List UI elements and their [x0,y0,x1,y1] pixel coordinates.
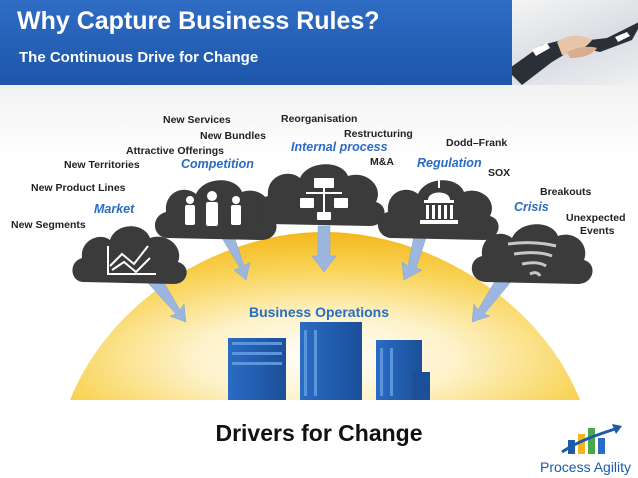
internal-process-cloud [256,164,385,226]
market-cloud [72,226,187,284]
regulation-cloud [377,180,499,240]
brand-name: Process Agility [540,459,632,475]
label-dodd-frank: Dodd–Frank [446,137,508,149]
slide-subtitle: The Continuous Drive for Change [19,49,259,66]
label-events: Events [580,225,615,237]
slide-title: Why Capture Business Rules? [17,7,380,35]
people-icon [185,191,241,226]
capitol-icon [420,180,458,224]
buildings-icon [228,322,430,400]
label-unexpected: Unexpected [566,212,626,224]
category-regulation: Regulation [417,156,482,170]
arrow-competition [221,235,251,281]
category-competition: Competition [181,157,254,171]
process-agility-logo-icon [561,424,622,454]
business-dome [70,232,580,400]
label-ma: M&A [370,156,394,168]
arrow-crisis [471,275,511,323]
label-reorganisation: Reorganisation [281,113,358,125]
handshake-image [512,0,638,85]
label-restructuring: Restructuring [344,128,413,140]
flowchart-icon [300,178,348,220]
label-new-services: New Services [163,114,231,126]
footer-title: Drivers for Change [215,420,423,446]
label-new-product-lines: New Product Lines [31,182,126,194]
category-market: Market [94,202,135,216]
arrow-regulation [401,235,427,281]
label-new-bundles: New Bundles [200,130,266,142]
tornado-icon [507,241,557,277]
label-new-segments: New Segments [11,219,86,231]
category-crisis: Crisis [514,200,549,214]
arrow-internal [311,225,337,273]
competition-cloud [154,180,277,240]
crisis-cloud [471,224,593,284]
label-sox: SOX [488,167,511,179]
label-new-territories: New Territories [64,159,140,171]
category-internal-process: Internal process [291,140,388,154]
label-breakouts: Breakouts [540,186,592,198]
business-operations-label: Business Operations [248,304,390,320]
chart-icon [107,245,156,275]
handshake-icon [512,22,638,85]
label-attractive-offerings: Attractive Offerings [126,145,225,157]
